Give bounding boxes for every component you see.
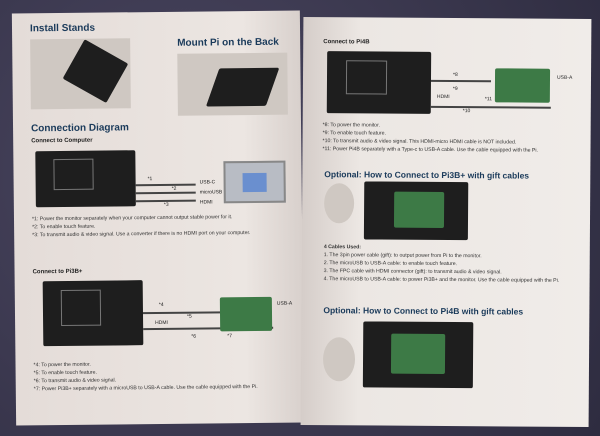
monitor-diagram [42, 280, 144, 347]
mount-title: Mount Pi on the Back [177, 36, 279, 49]
cable-item: 4. The microUSB to USB-A cable: to power… [323, 276, 560, 284]
connection-title: Connection Diagram [31, 122, 129, 135]
note: *7: Power Pi3B+ separately with a microU… [33, 383, 258, 393]
label: *3 [163, 201, 169, 208]
label: *2 [171, 185, 177, 192]
computer-notes: *1: Power the monitor separately when yo… [32, 213, 294, 240]
label: HDMI [155, 319, 168, 327]
monitor-back-diagram [362, 321, 474, 389]
pi4-diagram [494, 68, 551, 103]
connector-detail [323, 183, 355, 224]
label: *5 [187, 313, 192, 320]
label: *11 [484, 96, 493, 103]
left-page: Install Stands Mount Pi on the Back Conn… [11, 10, 305, 426]
label: *9 [452, 86, 458, 93]
label: microUSB [199, 189, 223, 196]
stands-photo [30, 38, 131, 110]
cables-list: 4 Cables Used: 1. The 3pin power cable (… [324, 243, 584, 285]
label: *1 [147, 176, 153, 183]
right-page: Connect to Pi4B *8 *9 *10 *11 USB-A HDMI… [300, 16, 592, 428]
optional-pi3-title: Optional: How to Connect to Pi3B+ with g… [324, 169, 530, 181]
computer-subtitle: Connect to Computer [31, 137, 93, 145]
stands-title: Install Stands [29, 22, 96, 35]
label: *4 [158, 301, 164, 308]
label: *6 [191, 333, 197, 340]
label: *7 [227, 333, 233, 340]
label: *10 [462, 108, 471, 115]
pi3-subtitle: Connect to Pi3B+ [32, 268, 83, 276]
monitor-diagram [326, 51, 432, 114]
label: USB-A [276, 300, 293, 307]
label: *8 [453, 72, 458, 79]
pi3-diagram [219, 296, 273, 332]
laptop-diagram [223, 160, 286, 204]
optional-pi4-title: Optional: How to Connect to Pi4B with gi… [323, 305, 524, 317]
mount-photo [177, 52, 288, 116]
label: USB-A [556, 74, 573, 81]
connector-detail [322, 337, 356, 382]
label: HDMI [199, 199, 213, 206]
pi3-notes: *4: To power the monitor. *5: To enable … [33, 359, 295, 394]
note: *11: Power Pi4B separately with a Type-c… [322, 146, 539, 154]
note: *3: To transmit audio & video signal. Us… [32, 230, 251, 239]
pi4-notes: *8: To power the monitor. *9: To enable … [322, 121, 582, 155]
monitor-diagram [35, 150, 136, 208]
pi4-subtitle: Connect to Pi4B [323, 39, 370, 46]
label: HDMI [436, 93, 450, 101]
monitor-back-diagram [363, 181, 469, 241]
label: USB-C [199, 179, 216, 186]
